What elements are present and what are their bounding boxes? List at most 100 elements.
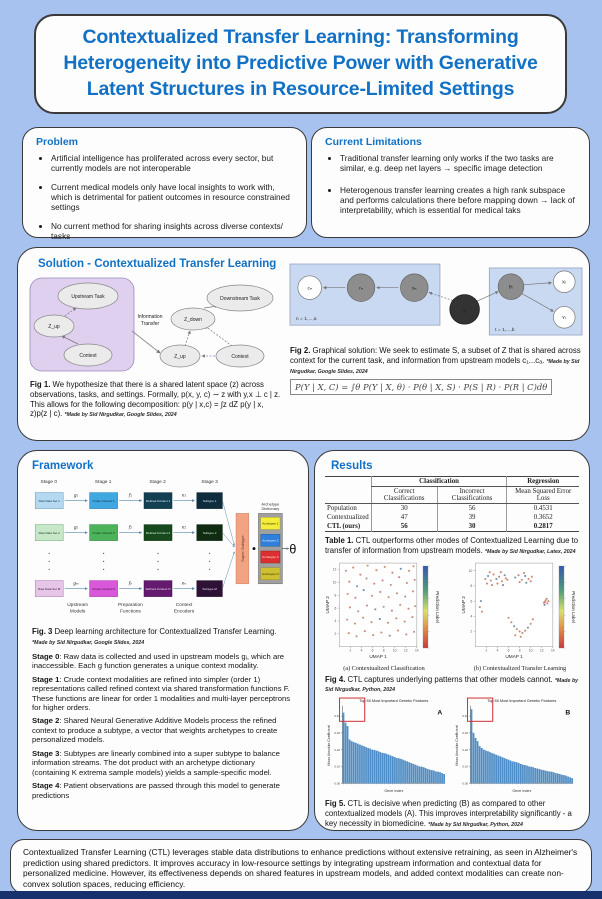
- svg-text:4: 4: [361, 648, 363, 652]
- fig2-attribution: *Made by Sid Nirgudkar, Google Slides, 2…: [290, 358, 580, 375]
- contextualized-mse: 0.3652: [506, 513, 579, 522]
- X-t-node: [553, 270, 576, 293]
- refined-context-2-box: [143, 524, 173, 541]
- svg-text:Gene Index: Gene Index: [512, 789, 531, 793]
- results-heading: Results: [331, 460, 373, 472]
- contextualized-correct: 47: [370, 513, 438, 522]
- svg-text:8: 8: [383, 648, 385, 652]
- z-up-right-label: Z_up: [174, 354, 186, 360]
- fig1-caption: Fig 1. We hypothesize that there is a sh…: [30, 380, 282, 419]
- plate-right-label: t = 1,...,b: [495, 327, 515, 333]
- archetype-2-box: [260, 534, 281, 547]
- svg-text:14: 14: [551, 648, 555, 652]
- fig4-caption-bold: Fig 4.: [325, 674, 346, 684]
- Y-t-label: Yₜ: [562, 315, 567, 321]
- fig3-caption-text: Deep learning architecture for Contextua…: [54, 627, 277, 636]
- svg-text:14: 14: [415, 648, 419, 652]
- crude-context-2-label: Crude Context 2: [93, 531, 115, 535]
- stage1-text: : Crude context modalities are refined i…: [32, 674, 291, 712]
- svg-text:0.20: 0.20: [334, 748, 340, 752]
- archetype-3-label: Archetype 3: [262, 555, 278, 559]
- fig1-caption-bold: Fig 1.: [30, 380, 51, 389]
- svg-text:10: 10: [333, 580, 337, 584]
- svg-text:0.20: 0.20: [462, 748, 468, 752]
- ctl-correct: 56: [370, 522, 438, 532]
- z-up-left-label: Z_up: [48, 324, 60, 330]
- svg-text:0.10: 0.10: [462, 765, 468, 769]
- stage3-text: : Subtypes are linearly combined into a …: [32, 748, 280, 777]
- svg-text:12: 12: [540, 648, 544, 652]
- svg-text:0.30: 0.30: [334, 731, 340, 735]
- crude-context-1-box: [89, 492, 118, 509]
- svg-text:Prediction Label: Prediction Label: [435, 591, 440, 623]
- stage0-text: : Raw data is collected and used in upst…: [32, 651, 285, 671]
- subtype-2-box: [196, 524, 223, 541]
- fig4a-subcaption: (a) Contextualized Classification: [343, 664, 425, 672]
- fig4-caption-text: CTL captures underlying patterns that ot…: [347, 674, 553, 684]
- gm-label: gₘ: [73, 582, 79, 587]
- plate-left-label: n = 1,...,a: [296, 316, 317, 322]
- en-label: eₙ: [182, 582, 187, 587]
- context-encoders-label1: Context: [176, 602, 193, 608]
- svg-text:4: 4: [334, 619, 336, 623]
- svg-text:0.00: 0.00: [334, 782, 340, 786]
- contextualized-incorrect: 39: [436, 513, 507, 522]
- svg-text:2: 2: [350, 648, 352, 652]
- super-subtype-label: Super Subtype: [240, 535, 245, 562]
- svg-text:Gene Index: Gene Index: [384, 789, 403, 793]
- upstream-task-node: [57, 282, 119, 310]
- population-correct: 30: [370, 503, 438, 513]
- raw-data-1-label: Raw Data Set 1: [39, 499, 61, 503]
- stage4-bold: Stage 4: [32, 781, 60, 791]
- classification-group-header: Classification: [370, 476, 507, 487]
- limitations-bullet: Traditional transfer learning only works…: [340, 153, 576, 174]
- archetype-3-box: [260, 550, 281, 564]
- subtype-2-label: Subtype 2: [203, 531, 217, 535]
- fig5-caption-bold: Fig 5.: [325, 799, 346, 809]
- framework-architecture-diagram: Stage 0 Stage 1 Stage 2 Stage 3 Raw Data…: [34, 479, 296, 615]
- ctl-incorrect: 30: [436, 522, 507, 532]
- svg-text:2: 2: [470, 629, 472, 633]
- refined-context-1-label: Refined Context 1: [146, 499, 171, 503]
- population-mse: 0.4531: [506, 503, 579, 513]
- problem-heading: Problem: [36, 136, 79, 148]
- svg-text:UMAP 2: UMAP 2: [325, 595, 330, 613]
- stage1-paragraph: Stage 1: Crude context modalities are re…: [32, 675, 294, 713]
- downstream-task-label: Downstream Task: [220, 296, 260, 302]
- ctl-mse: 0.2817: [506, 522, 579, 532]
- fig1-caption-text: We hypothesize that there is a shared la…: [30, 380, 281, 419]
- results-table: Classification Regression Correct Classi…: [325, 476, 579, 532]
- row-ctl: CTL (ours): [327, 523, 361, 530]
- fig3-attribution: *Made by Sid Nirgudkar, Google Slides, 2…: [32, 639, 145, 646]
- fig1-attribution: *Made by Sid Nirgudkar, Google Slides, 2…: [64, 412, 177, 419]
- problem-box: Problem Artificial intelligence has prol…: [22, 127, 307, 241]
- refined-context-n-label: Refined Context N: [146, 587, 171, 591]
- limitations-heading: Current Limitations: [325, 136, 422, 148]
- svg-text:Top 50 Most Important Genetic: Top 50 Most Important Genetic Features: [487, 698, 556, 703]
- table1-caption: Table 1. CTL outperforms other modes of …: [325, 536, 579, 556]
- svg-text:0.10: 0.10: [334, 765, 340, 769]
- svg-text:B: B: [565, 710, 570, 717]
- z-up-right-node: [159, 344, 201, 368]
- conclusion-text: Contextualized Transfer Learning (CTL) l…: [23, 847, 578, 889]
- table-row: Contextualized 47 39 0.3652: [325, 513, 579, 522]
- upstream-task-label: Upstream Task: [71, 294, 105, 300]
- refined-context-1-box: [143, 492, 173, 509]
- colorbar-b: Prediction Label: [558, 565, 576, 648]
- svg-text:Prediction Label: Prediction Label: [571, 591, 576, 623]
- fig4-caption: Fig 4. CTL captures underlying patterns …: [325, 675, 579, 695]
- population-incorrect: 56: [436, 503, 507, 513]
- fig5-caption: Fig 5. CTL is decisive when predicting (…: [325, 799, 579, 828]
- svg-text:6: 6: [508, 648, 510, 652]
- dot-product-symbol: [252, 547, 256, 551]
- archetype-1-box: [260, 517, 281, 530]
- problem-bullet: Artificial intelligence has proliferated…: [51, 153, 293, 174]
- fig2-caption-text: Graphical solution: We seek to estimate …: [290, 346, 581, 365]
- fig5-attribution: *Made by Sid Nirgudkar, Python, 2024: [428, 821, 523, 828]
- svg-text:10: 10: [469, 569, 473, 573]
- svg-text:Mean Absolute Coefficient: Mean Absolute Coefficient: [455, 726, 459, 766]
- svg-text:Top 50 Most Important Genetic: Top 50 Most Important Genetic Features: [359, 698, 428, 703]
- table1-caption-text: CTL outperforms other modes of Contextua…: [325, 536, 579, 555]
